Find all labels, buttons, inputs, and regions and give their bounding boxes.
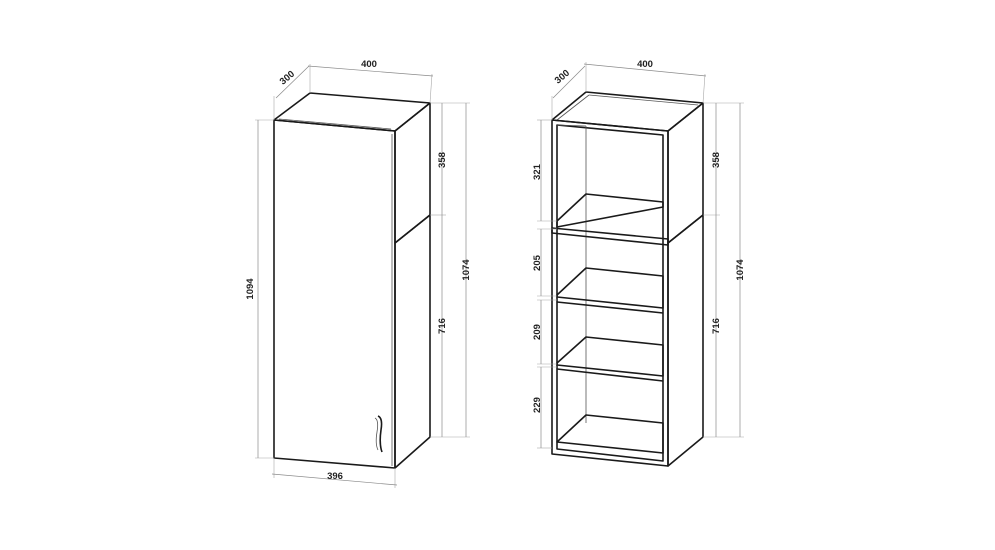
open-cabinet-frame xyxy=(551,119,669,467)
shelf-3 xyxy=(556,336,664,377)
open-cabinet-inner-frame xyxy=(556,124,664,462)
shelf-dim-2: 205 xyxy=(532,254,543,271)
open-cabinet xyxy=(551,91,704,467)
top-edge-inner xyxy=(278,118,392,130)
dim-line-depth xyxy=(275,65,310,99)
shelf-dim-4: 229 xyxy=(532,397,543,413)
dim-upper: 358 xyxy=(437,152,448,168)
open-dim-body: 1074 xyxy=(735,259,746,281)
cabinet-side-lower xyxy=(394,214,431,469)
shelf-divider-front xyxy=(551,227,669,246)
dim-depth: 300 xyxy=(278,69,297,88)
shelf-bottom xyxy=(556,414,664,454)
cabinet-side-upper xyxy=(394,102,431,244)
closed-cabinet-dimensions: 400 300 1094 358 716 1074 396 xyxy=(245,59,472,488)
open-dim-depth: 300 xyxy=(553,68,572,87)
dim-lower: 716 xyxy=(437,318,448,334)
dim-total-height: 1094 xyxy=(245,278,256,300)
shelf-dim-3: 209 xyxy=(532,324,543,340)
shelf-divider-1 xyxy=(556,193,664,228)
open-dim-width-top: 400 xyxy=(637,59,653,70)
open-cabinet-top-face xyxy=(551,91,704,132)
open-cabinet-side-upper xyxy=(667,102,704,244)
open-dim-upper: 358 xyxy=(711,152,722,168)
door-handle-icon xyxy=(377,415,383,453)
open-dim-lower: 716 xyxy=(711,318,722,334)
dim-line-width-bottom xyxy=(271,473,398,486)
closed-cabinet xyxy=(273,92,431,469)
shelf-dim-1: 321 xyxy=(532,163,543,180)
open-cabinet-dimensions: 400 300 358 716 1074 321 205 209 229 xyxy=(532,59,746,449)
dim-body: 1074 xyxy=(461,259,472,281)
dim-line-width-top xyxy=(307,65,434,77)
cabinet-door xyxy=(273,119,396,469)
dim-width-bottom: 396 xyxy=(327,471,343,482)
dim-width-top: 400 xyxy=(361,59,377,70)
shelf-2 xyxy=(556,267,664,309)
open-cabinet-side-lower xyxy=(667,214,704,467)
